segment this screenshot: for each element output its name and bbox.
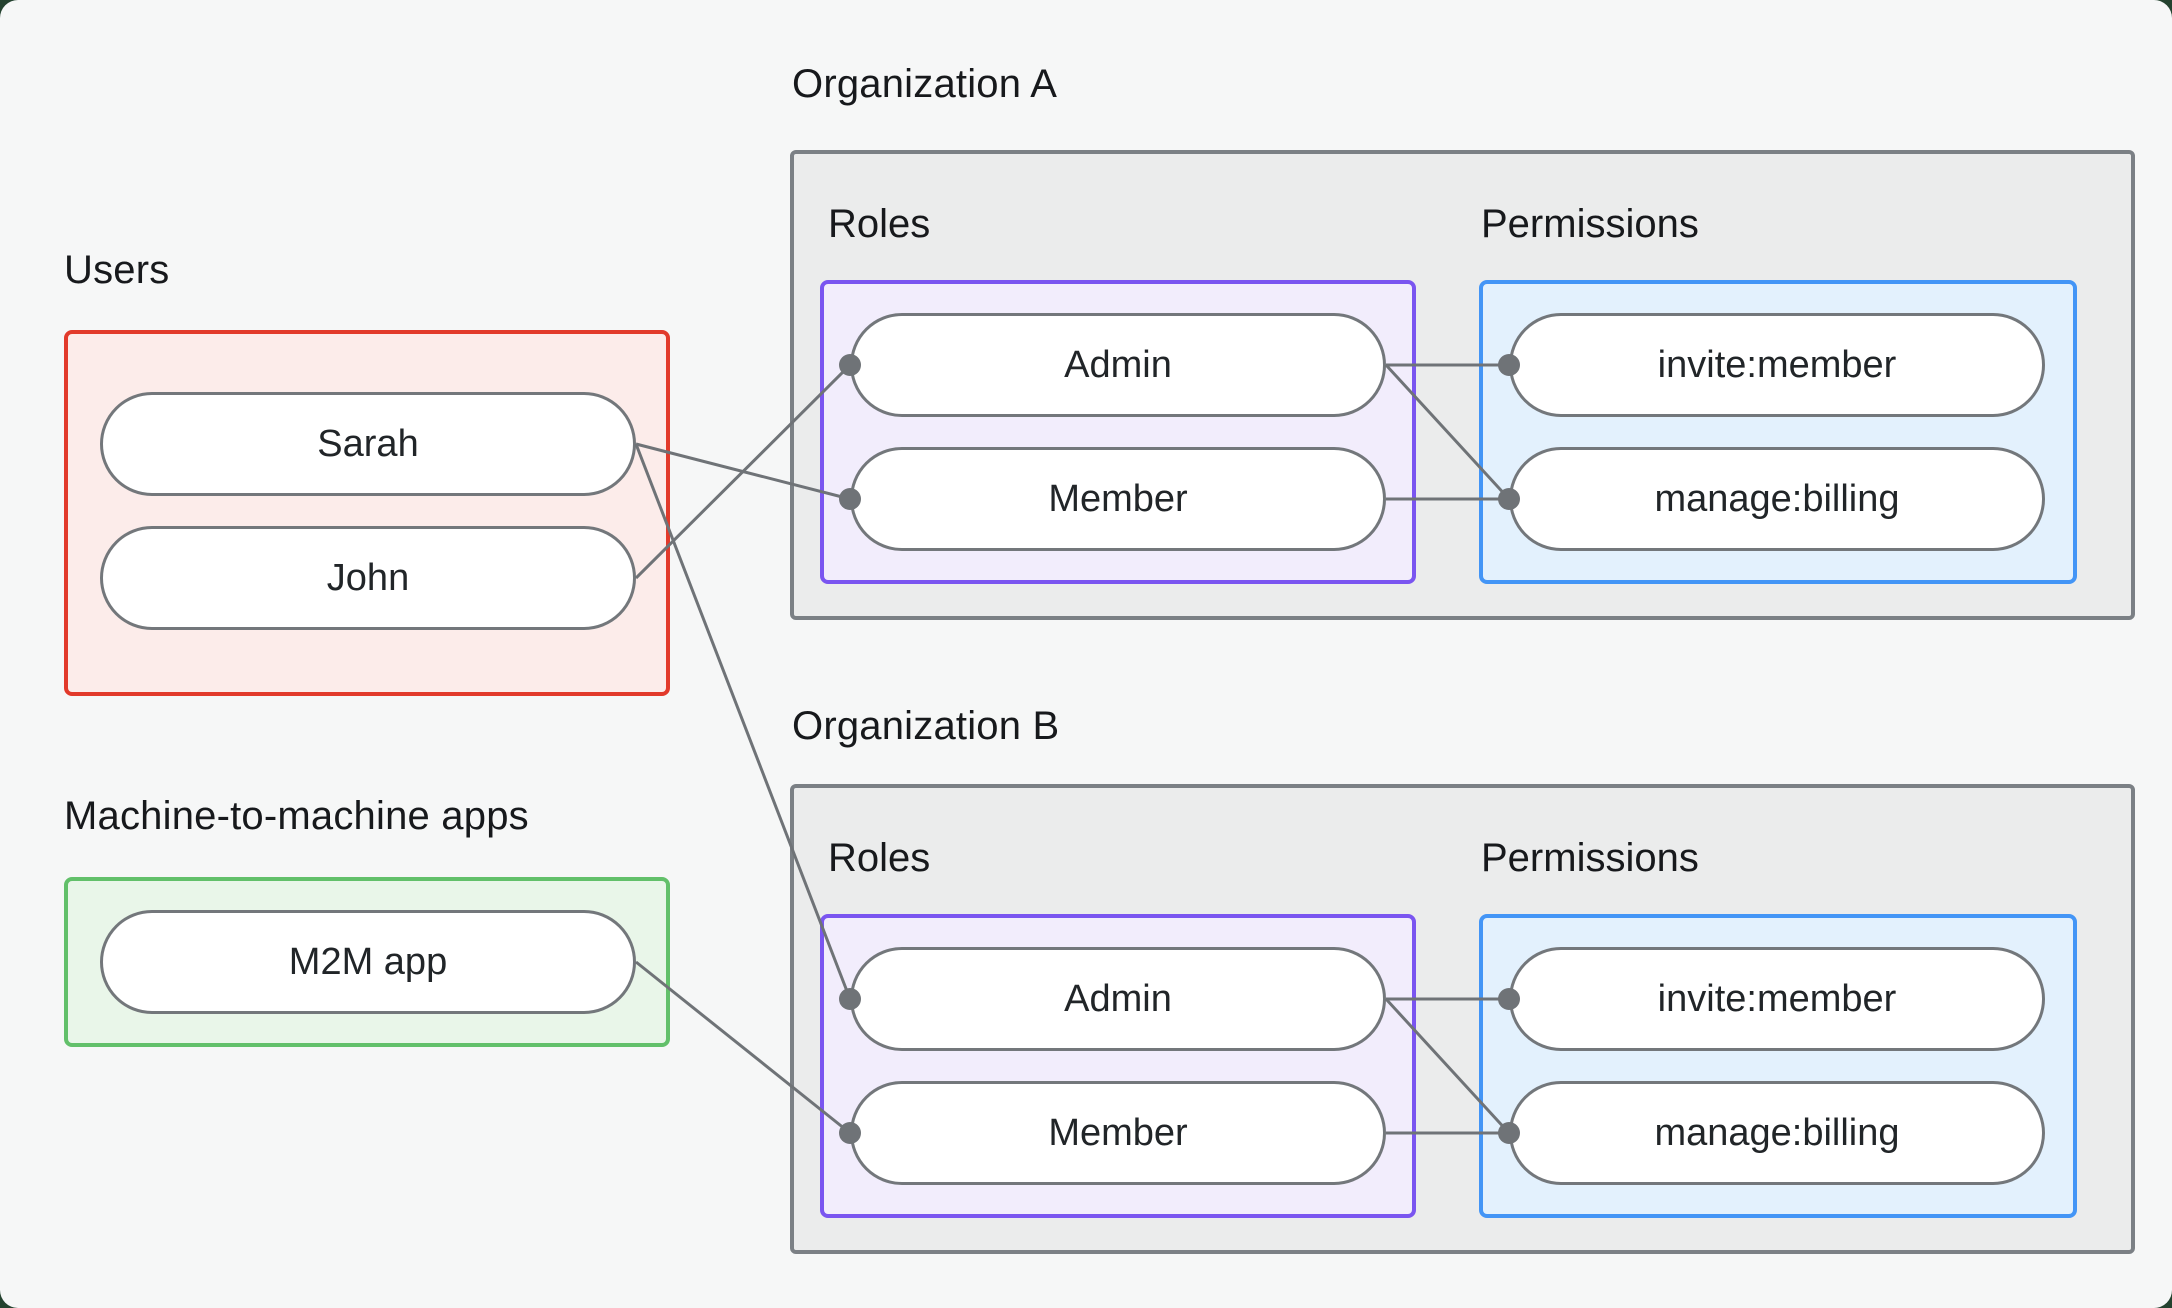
user-pill-john: John: [100, 526, 636, 630]
m2m-app-pill: M2M app: [100, 910, 636, 1014]
org-b-container: Roles Permissions Admin Member invite:me…: [790, 784, 2135, 1254]
org-a-admin-label: Admin: [1064, 343, 1172, 386]
org-b-admin-label: Admin: [1064, 977, 1172, 1020]
org-a-manage-billing-label: manage:billing: [1654, 477, 1900, 520]
org-a-permissions-label: Permissions: [1481, 202, 1699, 246]
org-b-permission-pill-invite-member: invite:member: [1509, 947, 2045, 1051]
org-a-permission-pill-invite-member: invite:member: [1509, 313, 2045, 417]
org-b-title: Organization B: [792, 704, 1060, 748]
org-a-member-label: Member: [1048, 477, 1188, 520]
org-a-role-pill-admin: Admin: [850, 313, 1386, 417]
org-a-container: Roles Permissions Admin Member invite:me…: [790, 150, 2135, 620]
user-pill-sarah-label: Sarah: [317, 422, 419, 465]
m2m-app-pill-label: M2M app: [288, 940, 448, 983]
org-b-role-pill-admin: Admin: [850, 947, 1386, 1051]
user-pill-sarah: Sarah: [100, 392, 636, 496]
user-pill-john-label: John: [326, 556, 410, 599]
org-b-member-label: Member: [1048, 1111, 1188, 1154]
org-b-permission-pill-manage-billing: manage:billing: [1509, 1081, 2045, 1185]
org-a-invite-member-label: invite:member: [1657, 343, 1897, 386]
users-section-label: Users: [64, 248, 170, 292]
org-a-permissions-box: invite:member manage:billing: [1479, 280, 2077, 584]
org-b-permissions-label: Permissions: [1481, 836, 1699, 880]
org-a-roles-box: Admin Member: [820, 280, 1416, 584]
org-b-invite-member-label: invite:member: [1657, 977, 1897, 1020]
org-a-role-pill-member: Member: [850, 447, 1386, 551]
m2m-section-label: Machine-to-machine apps: [64, 794, 529, 838]
org-b-manage-billing-label: manage:billing: [1654, 1111, 1900, 1154]
org-b-permissions-box: invite:member manage:billing: [1479, 914, 2077, 1218]
org-a-title: Organization A: [792, 62, 1058, 106]
users-group-box: Sarah John: [64, 330, 670, 696]
org-b-role-pill-member: Member: [850, 1081, 1386, 1185]
org-b-roles-label: Roles: [828, 836, 931, 880]
org-a-permission-pill-manage-billing: manage:billing: [1509, 447, 2045, 551]
m2m-group-box: M2M app: [64, 877, 670, 1047]
org-a-roles-label: Roles: [828, 202, 931, 246]
org-b-roles-box: Admin Member: [820, 914, 1416, 1218]
